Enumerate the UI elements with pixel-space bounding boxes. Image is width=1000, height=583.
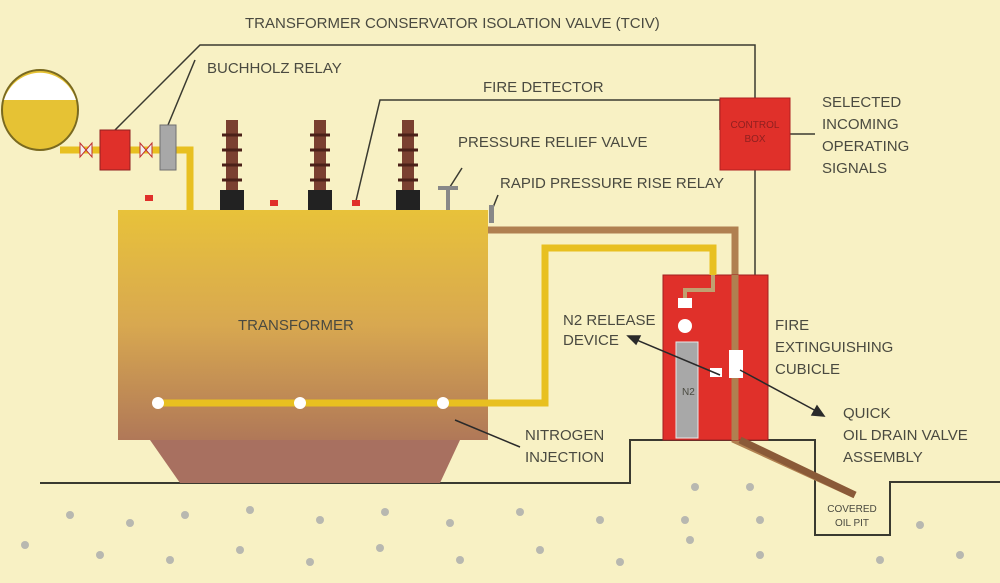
nitrogen-pipe	[158, 244, 717, 407]
pressure-relief-valve	[438, 186, 458, 210]
n2-label: N2	[682, 387, 695, 398]
drain-valve-label: OIL DRAIN VALVE	[843, 427, 968, 444]
bushing-icon	[396, 120, 420, 210]
valve-icon	[79, 141, 153, 159]
ground-line	[40, 439, 1000, 536]
nitrogen-injection-label: NITROGEN	[525, 427, 604, 444]
signals-label: SELECTED	[822, 94, 901, 111]
fire-detector-label: FIRE DETECTOR	[483, 79, 604, 96]
n2-valve	[678, 319, 692, 333]
n2-release-device	[678, 298, 692, 308]
n2-cylinder	[675, 341, 699, 439]
bushing-icon	[220, 120, 244, 210]
cubicle-label: CUBICLE	[775, 361, 840, 378]
bushings	[220, 120, 420, 210]
tciv-valve	[99, 129, 131, 171]
signals-label: SIGNALS	[822, 160, 887, 177]
nitrogen-injection-points	[152, 397, 449, 409]
rapid-pressure-rise-relay	[489, 205, 494, 223]
fire-detector-icons	[145, 195, 360, 206]
rapid-pressure-rise-relay-label: RAPID PRESSURE RISE RELAY	[500, 175, 724, 192]
signals-label: OPERATING	[822, 138, 909, 155]
cubicle-label: EXTINGUISHING	[775, 339, 893, 356]
n2-release-label: N2 RELEASE	[563, 312, 656, 329]
cubicle-label: FIRE	[775, 317, 809, 334]
nitrogen-injection-label: INJECTION	[525, 449, 604, 466]
conservator-air-space	[4, 72, 76, 100]
quick-oil-drain-valve	[729, 350, 743, 378]
transformer-base	[150, 440, 460, 483]
control-box	[719, 97, 791, 171]
tciv-label: TRANSFORMER CONSERVATOR ISOLATION VALVE …	[245, 15, 660, 32]
control-box-label: BOX	[744, 134, 765, 145]
control-box-label: CONTROL	[731, 120, 780, 131]
ground-dots	[21, 483, 964, 566]
oil-pit-label: OIL PIT	[835, 518, 869, 529]
drain-valve-label: ASSEMBLY	[843, 449, 923, 466]
pressure-relief-valve-label: PRESSURE RELIEF VALVE	[458, 134, 648, 151]
buchholz-relay	[159, 124, 177, 171]
drain-to-pit-pipe	[738, 436, 857, 499]
bushing-icon	[308, 120, 332, 210]
drain-valve-label: QUICK	[843, 405, 891, 422]
transformer-label: TRANSFORMER	[238, 317, 354, 334]
buchholz-relay-label: BUCHHOLZ RELAY	[207, 60, 342, 77]
signals-label: INCOMING	[822, 116, 899, 133]
pointer-arrows	[454, 335, 826, 448]
oil-pit-label: COVERED	[827, 504, 876, 515]
n2-release-label: DEVICE	[563, 332, 619, 349]
